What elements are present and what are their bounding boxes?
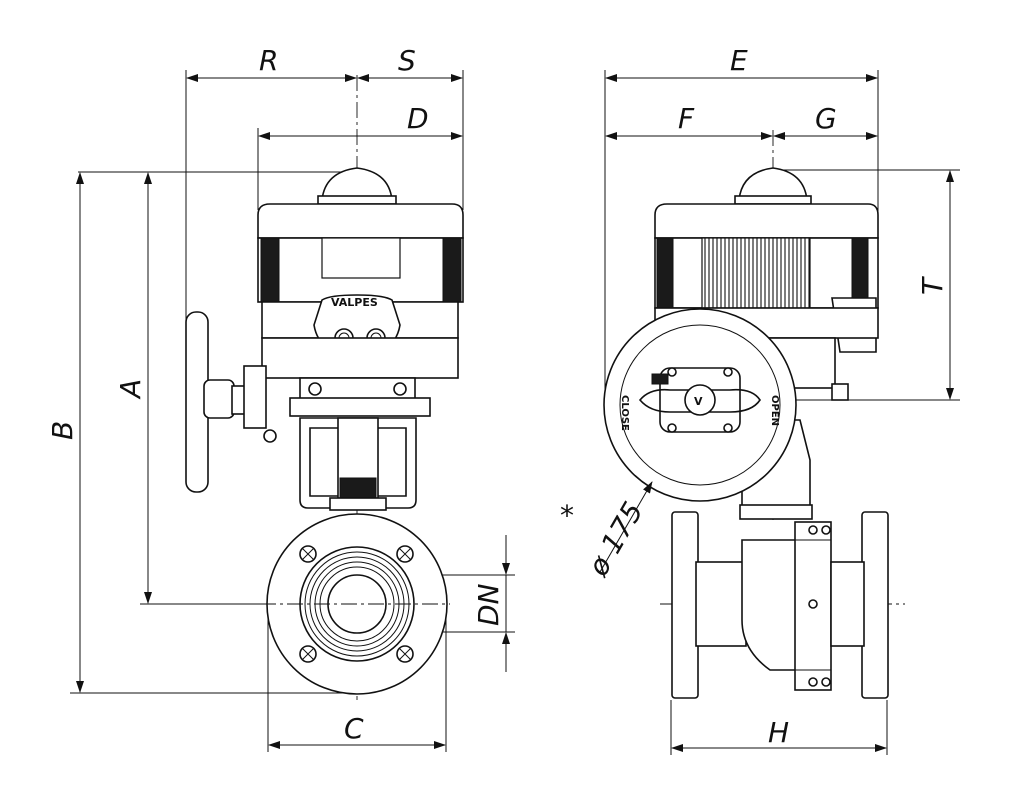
v-logo: V [694, 395, 703, 408]
open-label: OPEN [769, 395, 780, 426]
dim-label-t: T [916, 276, 949, 295]
front-view: R S D B A C DN VALPES [46, 44, 515, 752]
dim-label-a: A [114, 379, 147, 400]
dim-label-c: C [344, 712, 364, 745]
close-label: CLOSE [619, 395, 630, 431]
bolt-holes [299, 545, 414, 663]
dim-label-r: R [259, 44, 278, 77]
dim-label-dn: DN [472, 583, 505, 626]
dim-label-f: F [678, 102, 695, 135]
asterisk-note: * [560, 499, 574, 532]
dim-label-g: G [815, 102, 837, 135]
brand-label: VALPES [331, 296, 378, 309]
dim-label-handwheel-diameter: ø 175 [581, 496, 650, 582]
side-view: E F G T H V [560, 44, 960, 755]
dim-label-b: B [46, 421, 79, 440]
dim-label-d: D [407, 102, 429, 135]
dim-label-e: E [730, 44, 748, 77]
dim-label-h: H [768, 716, 789, 749]
dim-label-s: S [398, 44, 416, 77]
